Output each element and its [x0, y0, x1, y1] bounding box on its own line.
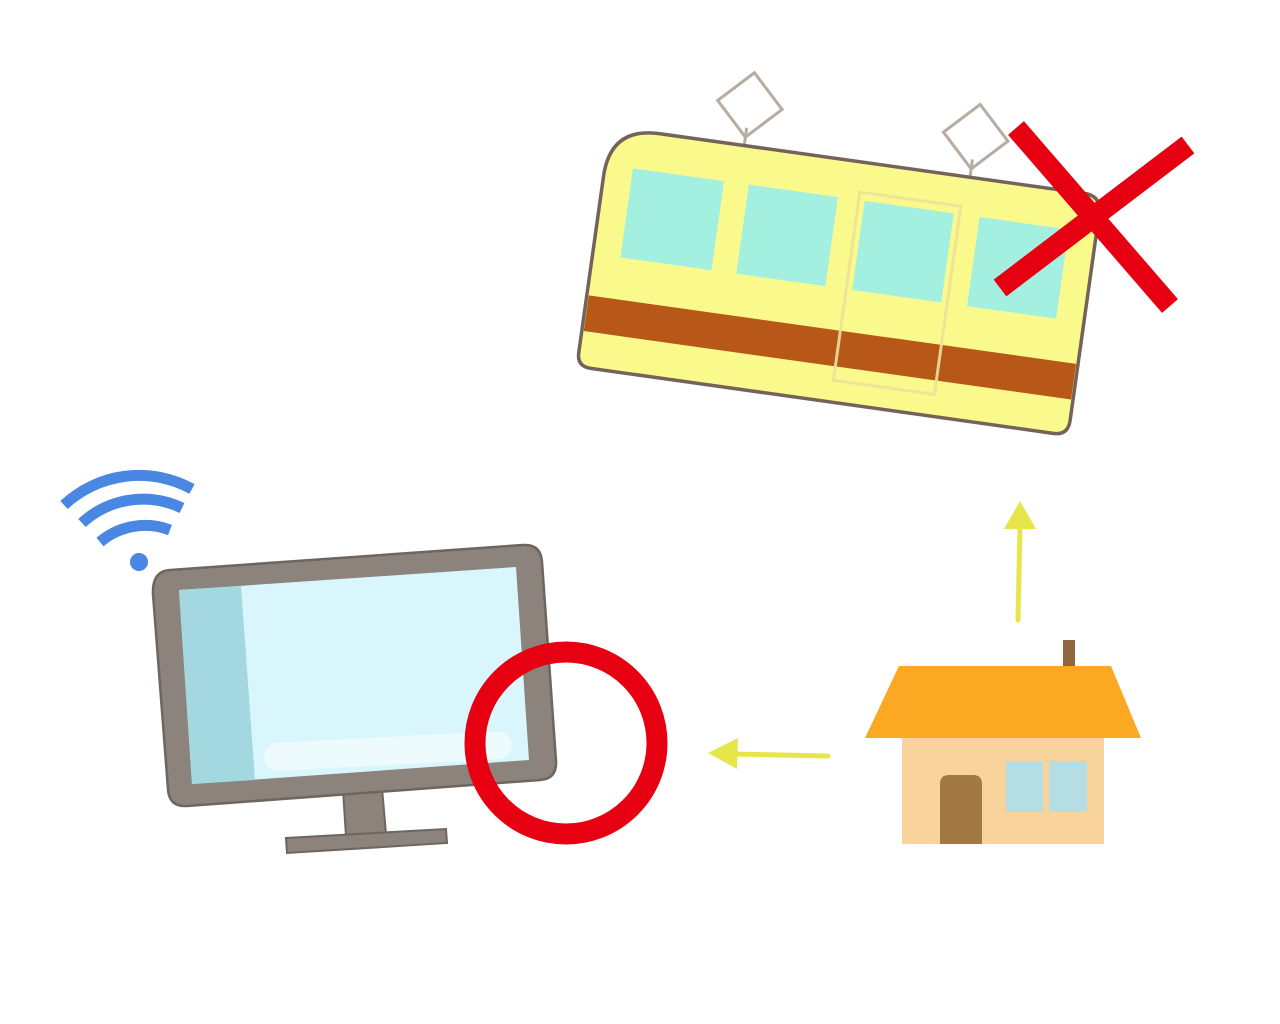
house-window — [1006, 761, 1087, 812]
circle-mark-icon — [464, 641, 668, 845]
monitor-icon — [151, 543, 558, 855]
wifi-icon — [60, 469, 195, 571]
train-door — [831, 190, 963, 397]
arrow-left-icon — [708, 738, 831, 769]
monitor-screen-highlight — [264, 731, 512, 771]
arrow-up-icon — [1004, 501, 1036, 623]
cross-mark-icon — [993, 121, 1195, 313]
monitor-stand — [284, 786, 449, 855]
train-stripe — [583, 295, 1077, 400]
monitor-screen — [179, 567, 529, 784]
monitor-screen-shade — [179, 586, 255, 784]
house-door — [940, 775, 982, 844]
house-icon — [865, 640, 1141, 844]
train-icon — [576, 70, 1102, 436]
house-roof — [865, 666, 1141, 738]
